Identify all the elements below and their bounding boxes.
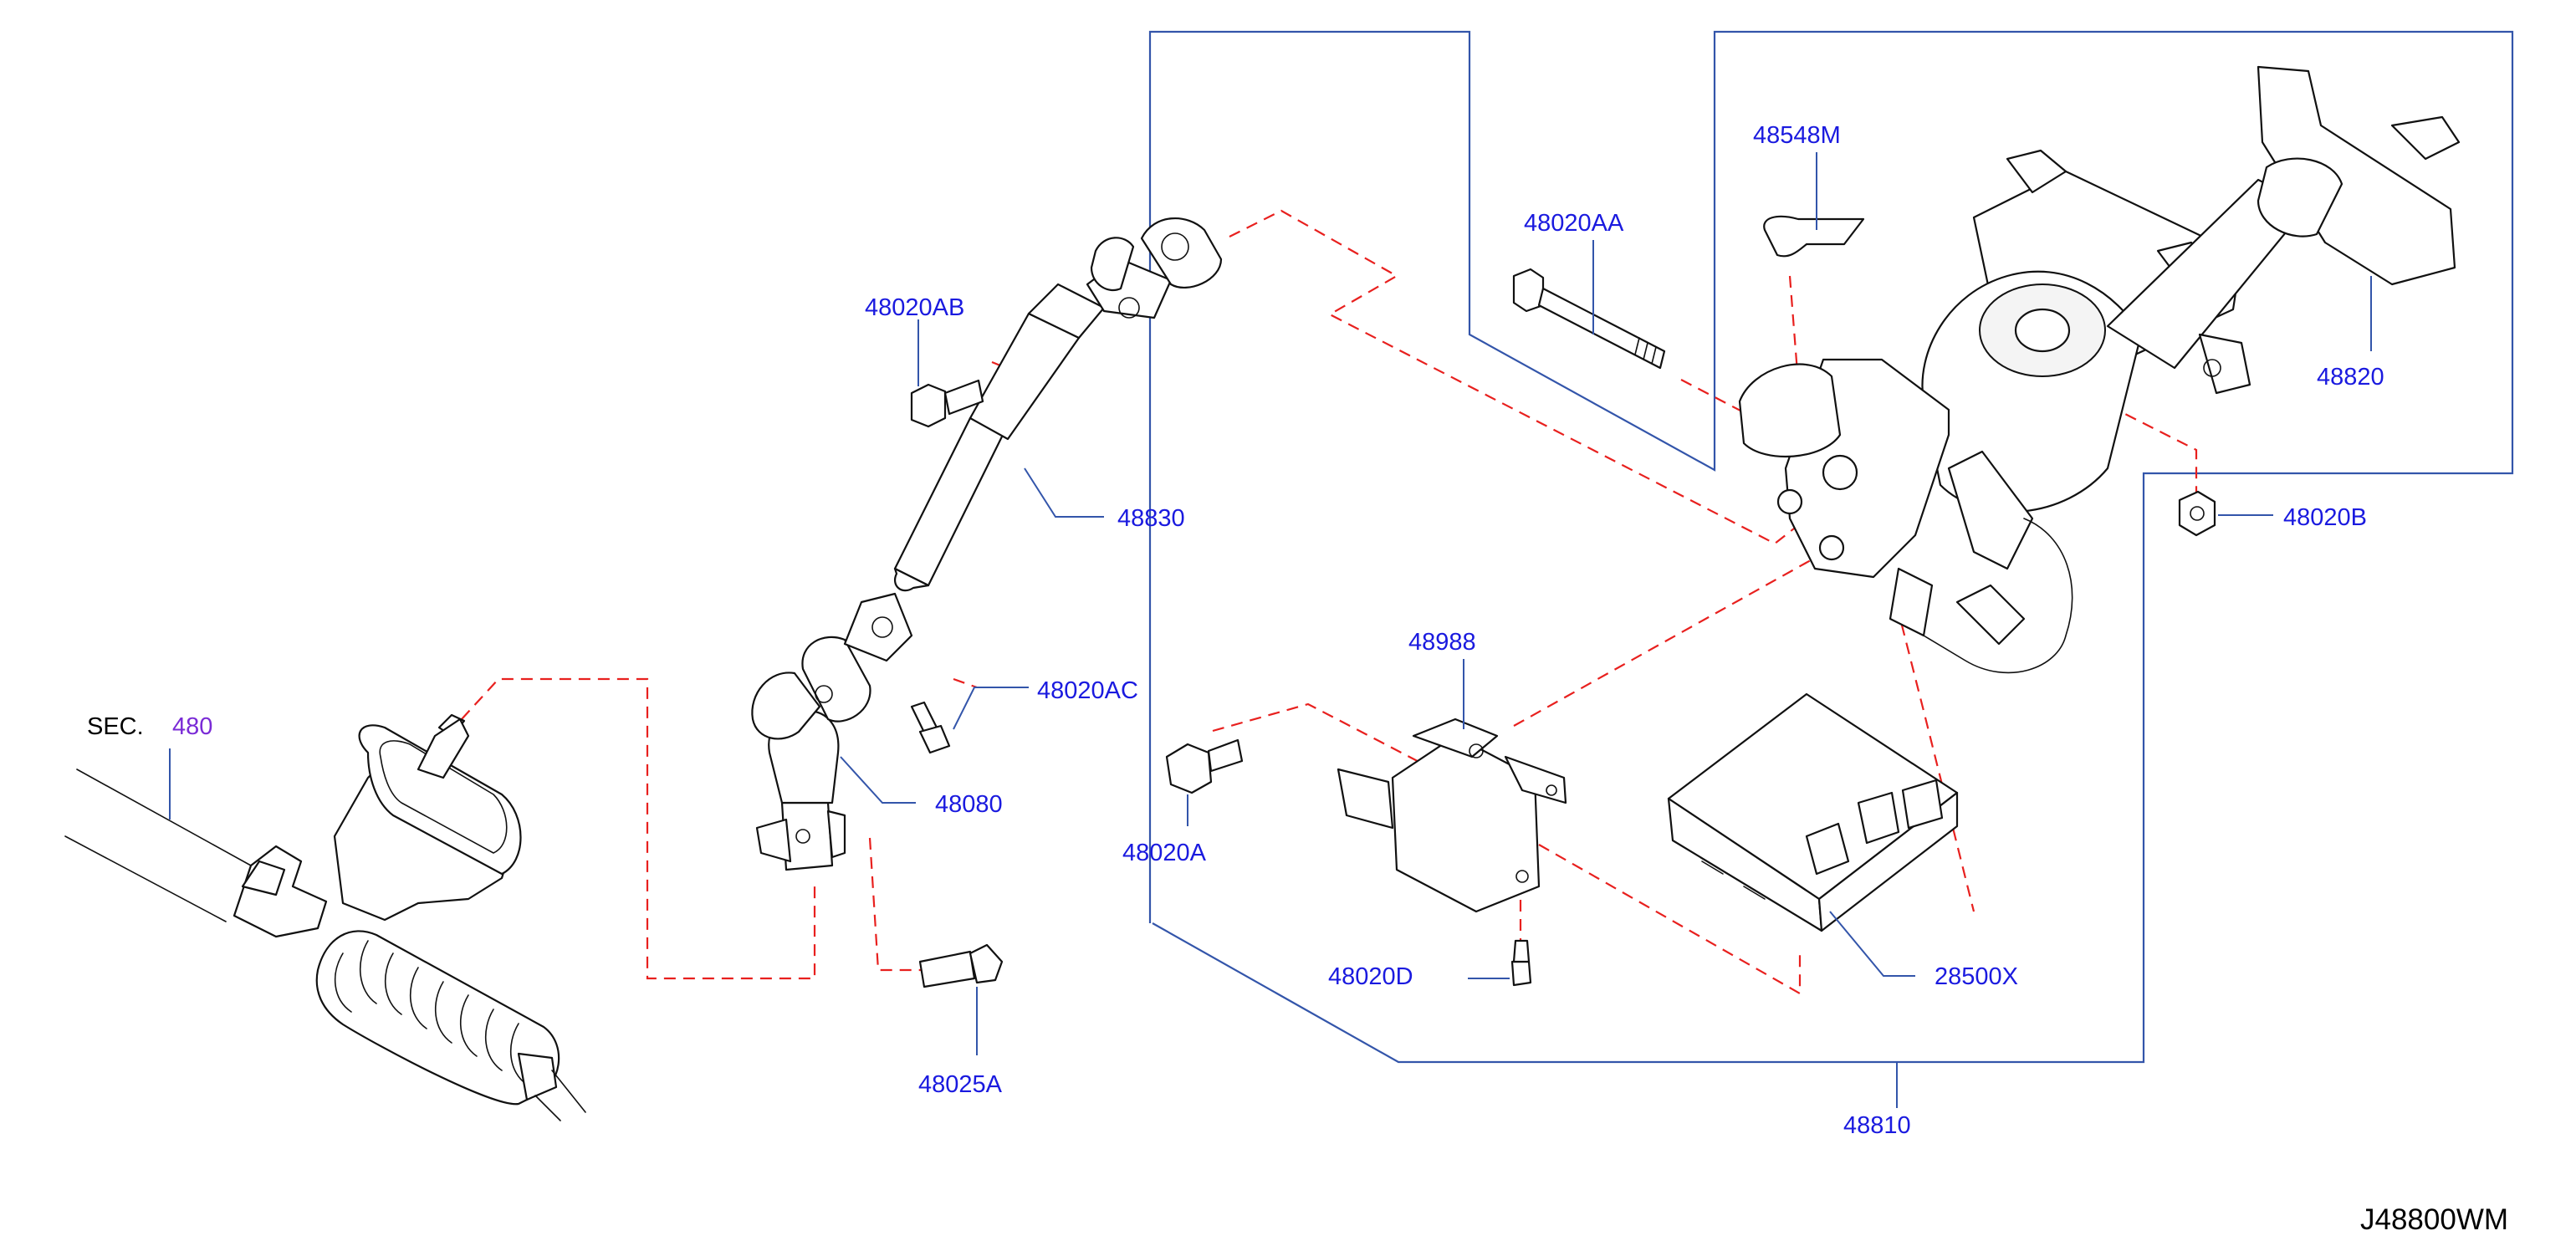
assembly-guide-lines [461,209,2198,995]
bolt-48020AA-drawing [1512,268,1666,370]
part-label-48820[interactable]: 48820 [2317,364,2384,391]
section-prefix: SEC. [87,713,144,740]
part-label-48810[interactable]: 48810 [1843,1112,1911,1139]
part-label-48020D[interactable]: 48020D [1328,963,1413,990]
screw-48020D-drawing [1510,939,1532,987]
section-reference[interactable]: SEC. 480 [87,713,212,740]
drawing-code: J48800WM [2360,1203,2508,1236]
part-label-48548M[interactable]: 48548M [1753,122,1841,149]
part-label-48020AB[interactable]: 48020AB [865,294,964,321]
section-number-link[interactable]: 480 [172,713,212,740]
part-label-28500X[interactable]: 28500X [1935,963,2018,990]
bolt-48020A-drawing [1165,738,1244,794]
part-label-48020AA[interactable]: 48020AA [1524,210,1624,237]
part-label-48988[interactable]: 48988 [1408,629,1476,656]
bolt-48025A-drawing [918,943,1004,988]
bracket-48988-drawing [1337,718,1567,913]
assembly-boundary-outline [1148,30,2514,1064]
leader-lines [169,152,2372,1108]
nut-48020B-drawing [2178,490,2216,537]
clip-48548M-drawing [1763,215,1865,258]
control-unit-28500X-drawing [1667,692,1959,932]
part-label-48025A[interactable]: 48025A [918,1071,1003,1098]
part-label-48830[interactable]: 48830 [1117,505,1185,532]
intermediate-shaft-drawing [893,217,1223,592]
bolt-48020AB-drawing [910,379,984,428]
part-label-48020A[interactable]: 48020A [1122,840,1207,866]
bolt-48020AC-drawing [910,701,951,754]
lower-joint-drawing [751,592,913,871]
steering-rack-drawing [64,713,586,1121]
column-assembly-drawing [1738,65,2461,674]
part-label-48020B[interactable]: 48020B [2283,504,2367,531]
part-label-48020AC[interactable]: 48020AC [1037,677,1138,704]
part-label-48080[interactable]: 48080 [935,791,1003,818]
